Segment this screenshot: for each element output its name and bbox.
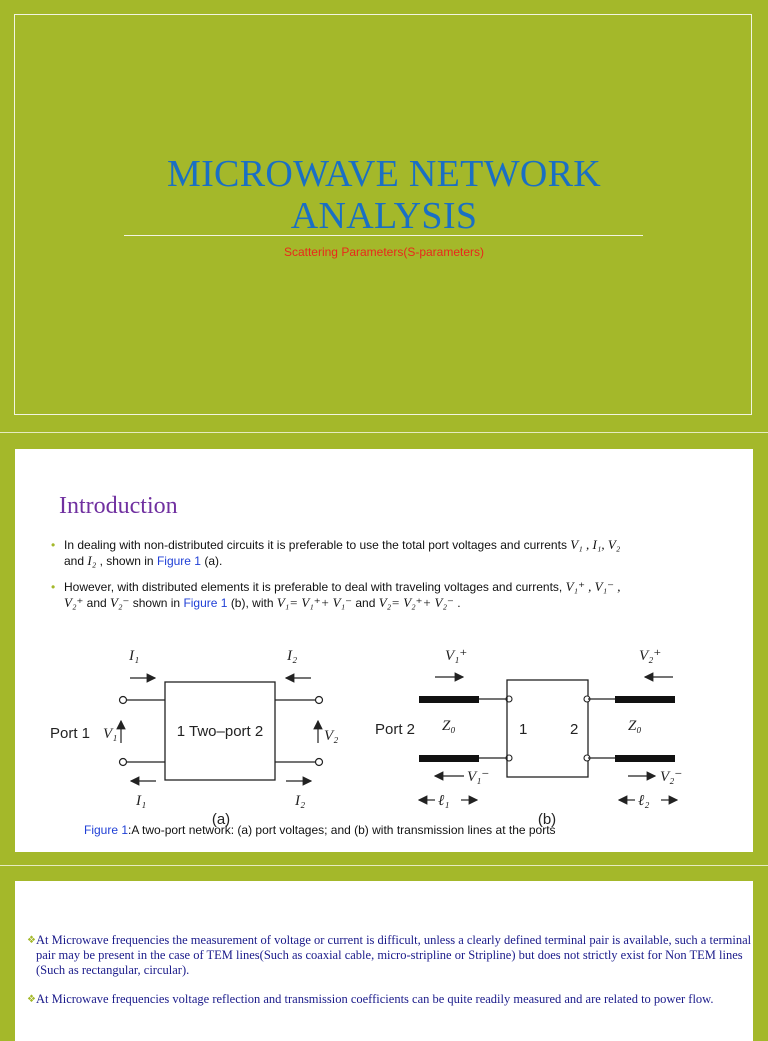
- box-port-1: 1: [519, 721, 527, 738]
- bullet-dot-icon: •: [51, 538, 56, 552]
- measurement-slide: ❖ At Microwave frequencies the measureme…: [0, 866, 768, 1041]
- label-V1: V₁: [103, 726, 117, 742]
- label-I2-top: I₂: [286, 648, 297, 664]
- panel-a-label: (a): [212, 811, 230, 828]
- port2-label: Port 2: [375, 721, 415, 738]
- content-panel: Introduction • In dealing with non-distr…: [15, 449, 753, 852]
- bullet-text: However, with distributed elements it is…: [64, 580, 563, 594]
- panel-b-label: (b): [538, 811, 556, 828]
- two-port-box: [506, 679, 589, 778]
- introduction-slide: Introduction • In dealing with non-distr…: [0, 433, 768, 865]
- bullet-arrow-icon: ❖: [27, 935, 36, 946]
- bullet-text: At Microwave frequencies the measurement…: [36, 933, 752, 977]
- label-I2-bottom: I₂: [294, 793, 305, 809]
- bullet-arrow-icon: ❖: [27, 994, 36, 1005]
- label-I1-top: I₁: [128, 648, 139, 664]
- bullet-item: • In dealing with non-distributed circui…: [51, 537, 719, 569]
- math-vars: V₁⁺ , V₁⁻ ,: [565, 579, 621, 594]
- two-port-box: [164, 681, 276, 781]
- bullet-item: • However, with distributed elements it …: [51, 579, 719, 611]
- label-Z0-left: Z₀: [442, 718, 456, 734]
- box-port-2: 2: [570, 721, 578, 738]
- bullet-text: At Microwave frequencies voltage reflect…: [36, 992, 714, 1006]
- label-V1-minus: V₁⁻: [467, 769, 489, 785]
- label-Z0-right: Z₀: [628, 718, 642, 734]
- bullet-item: ❖ At Microwave frequencies voltage refle…: [27, 992, 752, 1007]
- two-port-figure: I₁ I₂ 1 Two–port 2 Port 1 V₁ V₂: [50, 648, 682, 828]
- label-l1: ℓ₁: [438, 793, 449, 809]
- figure-a: I₁ I₂ 1 Two–port 2 Port 1 V₁ V₂: [50, 648, 338, 828]
- transmission-line: [615, 696, 675, 703]
- label-l2: ℓ₂: [638, 793, 649, 809]
- math-eq: V₂= V₂⁺+ V₂⁻: [378, 595, 454, 610]
- terminal: [314, 757, 324, 767]
- math-var: I₂: [87, 553, 97, 568]
- slide-title: MICROWAVE NETWORK ANALYSIS: [0, 153, 768, 237]
- label-V2: V₂: [324, 728, 338, 744]
- label-V2-plus: V₂⁺: [639, 648, 661, 664]
- math-eq: V₁= V₁⁺+ V₁⁻: [276, 595, 352, 610]
- bullet-text: and: [355, 596, 376, 610]
- math-vars: V₁ , I₁, V₂: [570, 537, 621, 552]
- port1-label: Port 1: [50, 725, 90, 742]
- bullet-text: shown in: [132, 596, 181, 610]
- figure-link[interactable]: Figure 1: [156, 554, 201, 568]
- box-label: 1 Two–port 2: [177, 723, 263, 740]
- title-slide: MICROWAVE NETWORK ANALYSIS Scattering Pa…: [0, 0, 768, 432]
- title-divider: [124, 235, 643, 236]
- bullet-text: (b), with: [230, 596, 274, 610]
- label-V1-plus: V₁⁺: [445, 648, 467, 664]
- bullet-text: , shown in: [99, 554, 154, 568]
- transmission-line: [419, 755, 479, 762]
- figure-link[interactable]: Figure 1: [183, 596, 228, 610]
- transmission-line: [419, 696, 479, 703]
- bullet-item: ❖ At Microwave frequencies the measureme…: [27, 933, 752, 978]
- terminal: [118, 695, 128, 705]
- bullet-dot-icon: •: [51, 580, 56, 594]
- label-V2-minus: V₂⁻: [660, 769, 682, 785]
- terminal: [118, 757, 128, 767]
- bullet-text: In dealing with non-distributed circuits…: [64, 538, 567, 552]
- terminal: [314, 695, 324, 705]
- bullet-text: and: [64, 554, 85, 568]
- slide-separator: [0, 865, 768, 866]
- figure-b: V₁⁺ V₂⁺ Port 2 Z₀ Z₀ 1 2: [375, 648, 682, 828]
- section-heading: Introduction: [59, 493, 178, 519]
- slide-separator: [0, 432, 768, 433]
- label-I1-bottom: I₁: [135, 793, 146, 809]
- content-panel: ❖ At Microwave frequencies the measureme…: [15, 881, 753, 1041]
- transmission-line: [615, 755, 675, 762]
- bullet-text: .: [457, 596, 461, 610]
- caption-figure-ref[interactable]: Figure 1: [84, 823, 129, 837]
- slide-subtitle: Scattering Parameters(S-parameters): [283, 245, 485, 259]
- figure-caption: Figure 1:A two-port network: (a) port vo…: [84, 823, 556, 837]
- math-var: V₂⁻: [110, 595, 130, 610]
- math-var: V₂⁺: [64, 595, 84, 610]
- title-frame: [14, 14, 752, 415]
- title-line-1: MICROWAVE NETWORK: [167, 153, 601, 195]
- bullet-text: (a).: [204, 554, 223, 568]
- title-line-2: ANALYSIS: [290, 195, 478, 237]
- caption-text: :A two-port network: (a) port voltages; …: [128, 823, 556, 837]
- bullet-text: and: [86, 596, 107, 610]
